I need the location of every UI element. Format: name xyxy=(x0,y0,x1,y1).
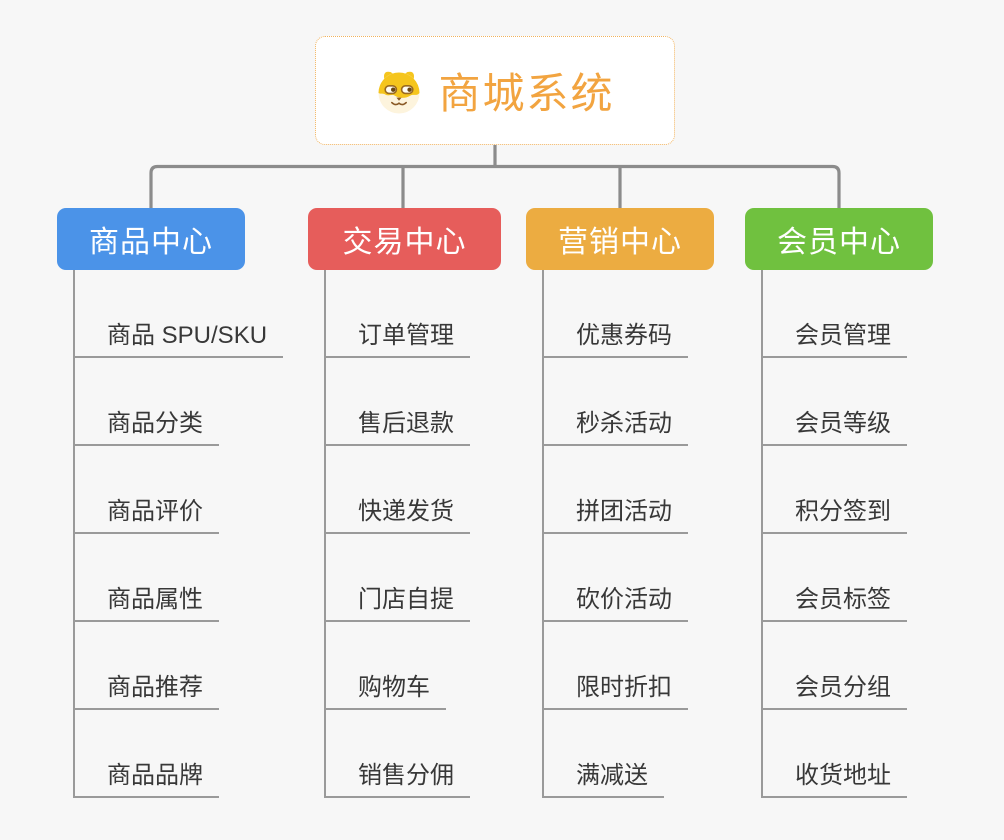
branch-marketing-center: 营销中心 优惠券码 秒杀活动 拼团活动 砍价活动 限时折扣 满减送 xyxy=(526,208,714,798)
branch-items-trade-center: 订单管理 售后退款 快递发货 门店自提 购物车 销售分佣 xyxy=(324,270,501,798)
node-item[interactable]: 商品推荐 xyxy=(75,622,219,710)
node-item[interactable]: 优惠券码 xyxy=(544,270,688,358)
node-item[interactable]: 商品 SPU/SKU xyxy=(75,270,284,358)
branch-product-center: 商品中心 商品 SPU/SKU 商品分类 商品评价 商品属性 商品推荐 商品品牌 xyxy=(57,208,284,798)
node-item[interactable]: 会员等级 xyxy=(763,358,907,446)
node-item[interactable]: 会员管理 xyxy=(763,270,907,358)
node-item[interactable]: 限时折扣 xyxy=(544,622,688,710)
node-item[interactable]: 快递发货 xyxy=(326,446,470,534)
node-item[interactable]: 砍价活动 xyxy=(544,534,688,622)
branch-items-member-center: 会员管理 会员等级 积分签到 会员标签 会员分组 收货地址 xyxy=(761,270,933,798)
node-item[interactable]: 商品分类 xyxy=(75,358,219,446)
root-node[interactable]: 商城系统 xyxy=(315,36,675,145)
node-item[interactable]: 积分签到 xyxy=(763,446,907,534)
node-item[interactable]: 收货地址 xyxy=(763,710,907,798)
node-item[interactable]: 会员标签 xyxy=(763,534,907,622)
node-item[interactable]: 拼团活动 xyxy=(544,446,688,534)
node-item[interactable]: 购物车 xyxy=(326,622,446,710)
root-title: 商城系统 xyxy=(438,70,615,117)
node-item[interactable]: 门店自提 xyxy=(326,534,470,622)
branch-header-marketing-center[interactable]: 营销中心 xyxy=(526,208,714,270)
branch-member-center: 会员中心 会员管理 会员等级 积分签到 会员标签 会员分组 收货地址 xyxy=(745,208,933,798)
node-item[interactable]: 秒杀活动 xyxy=(544,358,688,446)
branch-header-member-center[interactable]: 会员中心 xyxy=(745,208,933,270)
shiba-dog-icon xyxy=(378,71,420,113)
branch-items-product-center: 商品 SPU/SKU 商品分类 商品评价 商品属性 商品推荐 商品品牌 xyxy=(73,270,284,798)
branch-header-trade-center[interactable]: 交易中心 xyxy=(308,208,501,270)
node-item[interactable]: 商品品牌 xyxy=(75,710,219,798)
node-item[interactable]: 会员分组 xyxy=(763,622,907,710)
node-item[interactable]: 销售分佣 xyxy=(326,710,470,798)
branch-header-product-center[interactable]: 商品中心 xyxy=(57,208,245,270)
node-item[interactable]: 商品评价 xyxy=(75,446,219,534)
node-item[interactable]: 满减送 xyxy=(544,710,664,798)
branch-items-marketing-center: 优惠券码 秒杀活动 拼团活动 砍价活动 限时折扣 满减送 xyxy=(542,270,714,798)
branch-trade-center: 交易中心 订单管理 售后退款 快递发货 门店自提 购物车 销售分佣 xyxy=(308,208,501,798)
node-item[interactable]: 售后退款 xyxy=(326,358,470,446)
node-item[interactable]: 商品属性 xyxy=(75,534,219,622)
node-item[interactable]: 订单管理 xyxy=(326,270,470,358)
